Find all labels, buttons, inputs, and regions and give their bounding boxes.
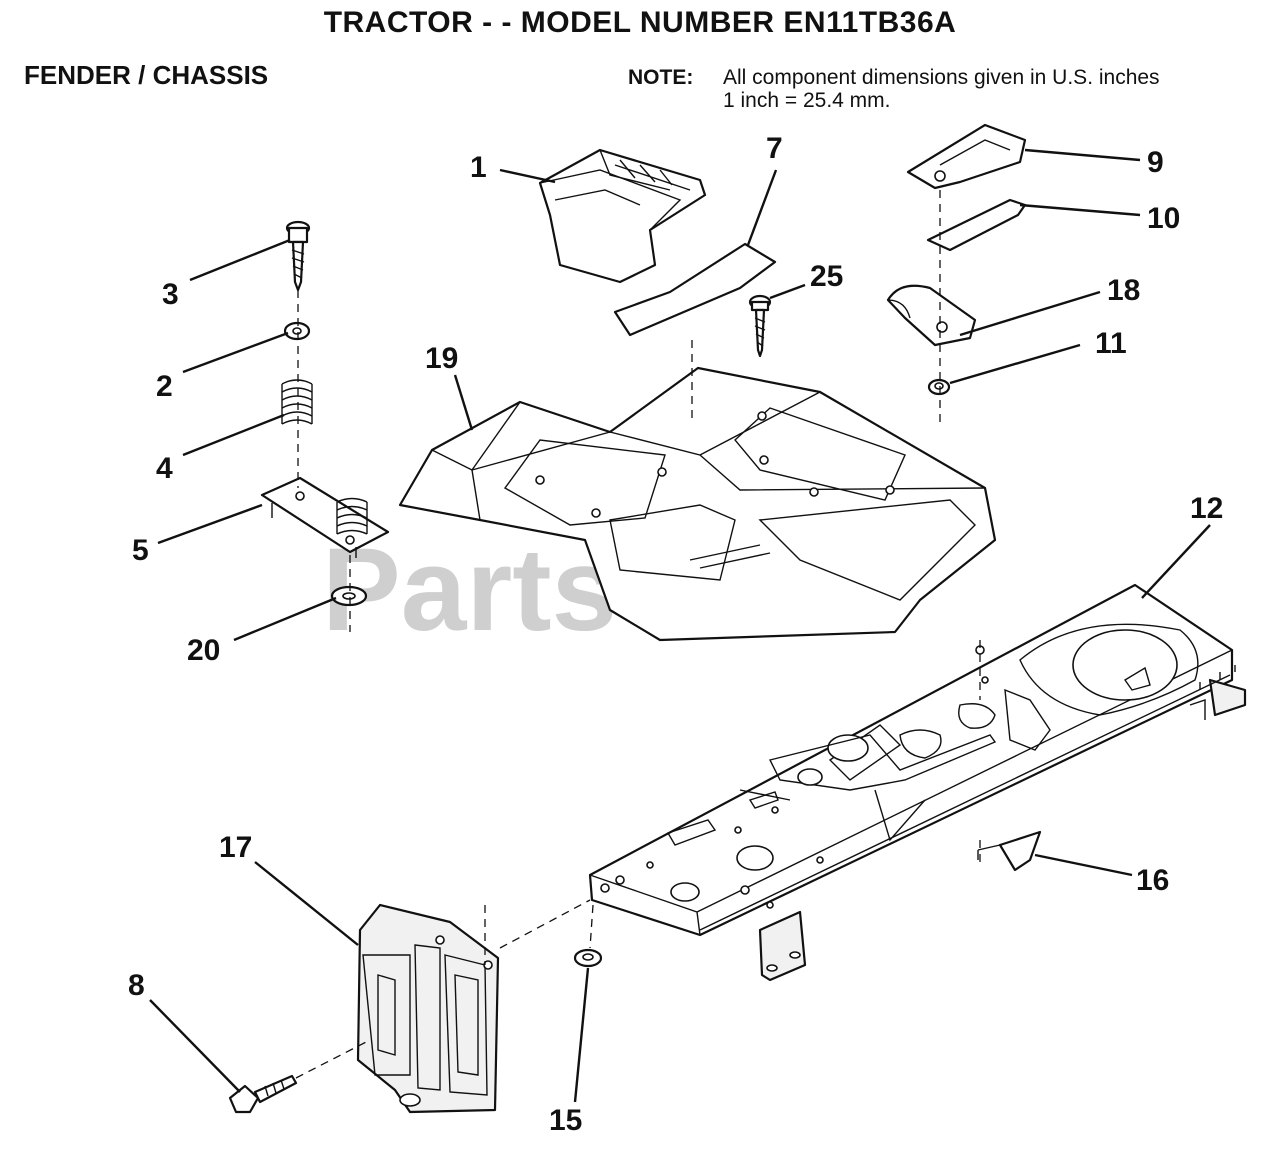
- part-decal: [613, 242, 777, 337]
- alignment-line-plate-frame: [499, 899, 591, 949]
- section-title: FENDER / CHASSIS: [24, 60, 269, 90]
- note-label: NOTE:: [628, 66, 694, 89]
- callout-1: 1: [470, 151, 487, 184]
- note-line-2: 1 inch = 25.4 mm.: [723, 89, 891, 112]
- part-screw-25: [748, 294, 772, 358]
- alignment-line-15: [589, 904, 594, 949]
- callout-10: 10: [1147, 202, 1180, 235]
- part-fender: [398, 366, 997, 642]
- callout-2: 2: [156, 370, 173, 403]
- part-chassis-frame: [588, 583, 1247, 937]
- part-washer-20: [330, 585, 368, 607]
- part-tray: [538, 148, 707, 284]
- callout-11: 11: [1095, 327, 1127, 360]
- part-rear-plate: [356, 903, 500, 1114]
- part-plate-5: [260, 476, 390, 558]
- callout-12: 12: [1190, 492, 1223, 525]
- callout-8: 8: [128, 969, 145, 1002]
- part-plate-9: [906, 123, 1027, 190]
- leader-lines: [149, 148, 1211, 1103]
- part-bracket-10: [926, 198, 1027, 252]
- part-nut-11: [927, 378, 951, 396]
- part-bolt-3: [285, 220, 311, 292]
- callout-4: 4: [156, 452, 173, 485]
- part-chassis-bracket: [758, 910, 807, 982]
- part-nut-15: [573, 948, 603, 968]
- part-clamp-18: [886, 284, 977, 347]
- callout-9: 9: [1147, 146, 1164, 179]
- callout-18: 18: [1107, 274, 1140, 307]
- part-washer-2: [283, 321, 311, 341]
- callout-7: 7: [766, 132, 783, 165]
- callout-3: 3: [162, 278, 179, 311]
- callout-17: 17: [219, 831, 252, 864]
- callout-15: 15: [549, 1104, 582, 1137]
- callout-25: 25: [810, 260, 843, 293]
- callout-19: 19: [425, 342, 458, 375]
- part-spring-5: [336, 497, 368, 535]
- dimension-note: NOTE: All component dimensions given in U…: [628, 66, 1160, 112]
- diagram-title: TRACTOR - - MODEL NUMBER EN11TB36A: [323, 6, 957, 39]
- part-spring-4: [281, 379, 313, 425]
- callout-20: 20: [187, 634, 220, 667]
- callout-5: 5: [132, 534, 149, 567]
- callout-16: 16: [1136, 864, 1169, 897]
- part-decal-16: [977, 830, 1042, 872]
- note-line-1: All component dimensions given in U.S. i…: [723, 66, 1160, 89]
- part-bolt-8: [228, 1074, 298, 1114]
